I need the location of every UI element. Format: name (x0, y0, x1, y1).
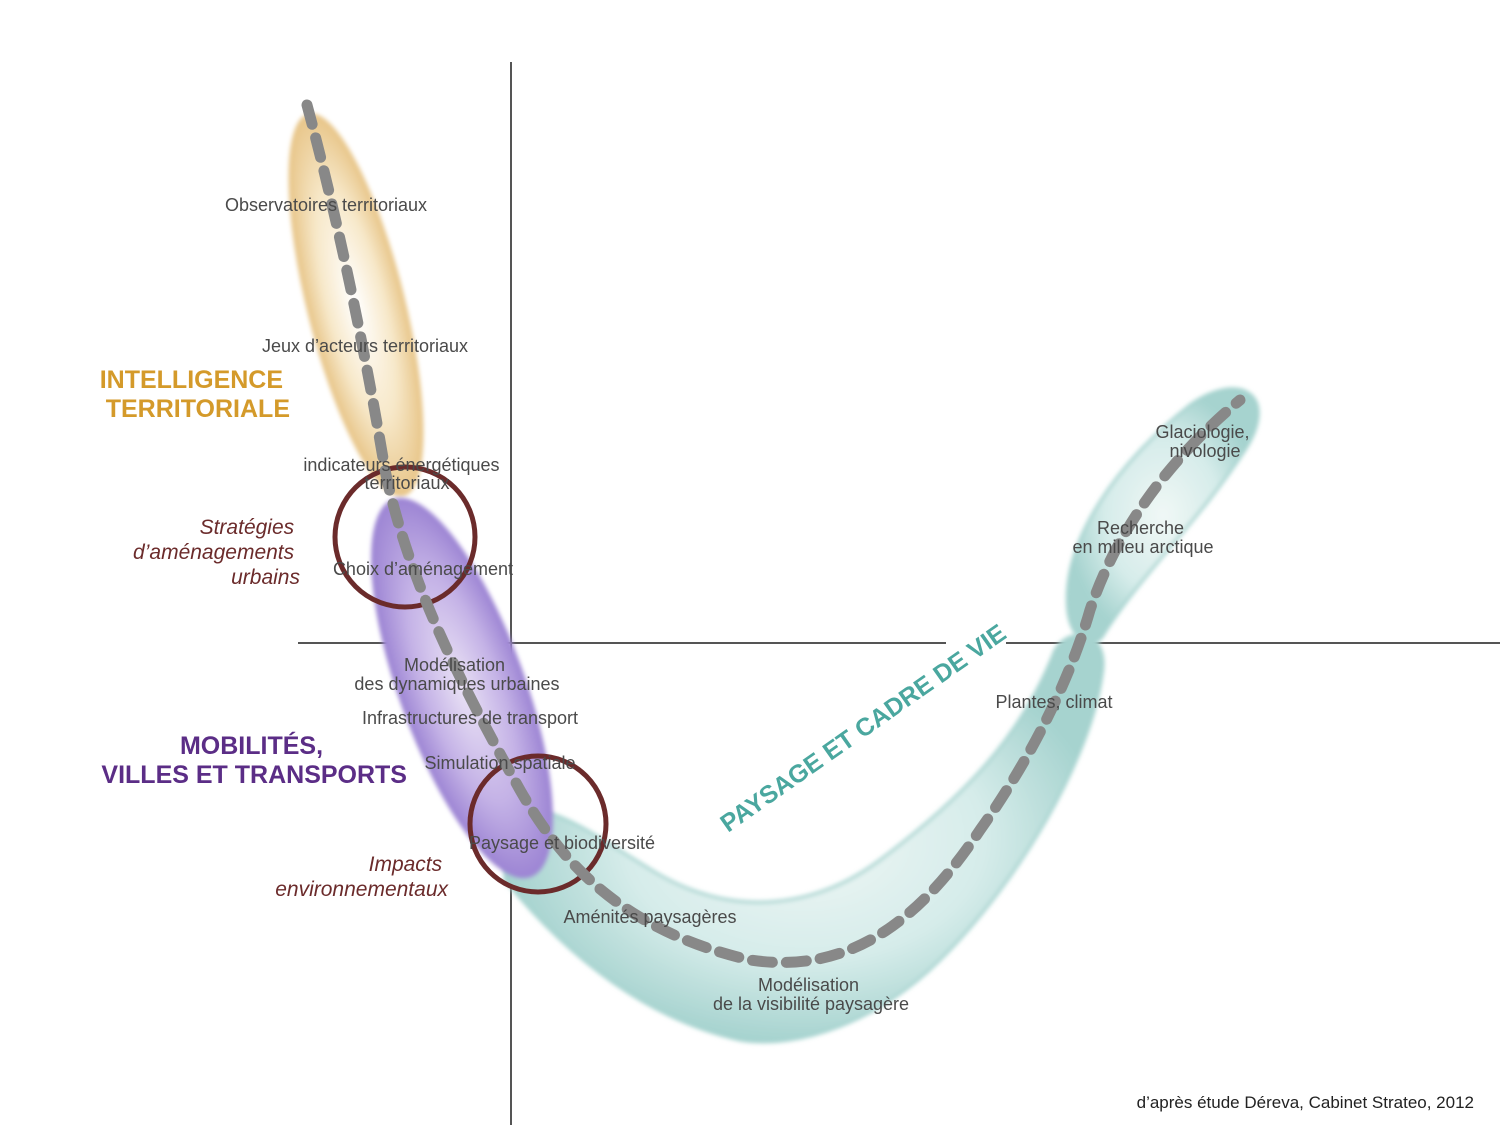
topic-observatoires: Observatoires territoriaux (225, 195, 427, 215)
strategies-label-line3: urbains (231, 566, 300, 589)
strategies-circle (332, 464, 478, 610)
topic-glaciologie-line1: Glaciologie, (1155, 422, 1249, 442)
topic-modelisation-dynamiques-line2: des dynamiques urbaines (354, 674, 559, 694)
paysage-zone (503, 387, 1260, 1044)
paysage-zone-upper (1065, 387, 1260, 645)
impacts-circle (467, 753, 609, 895)
topic-plantes-climat: Plantes, climat (995, 692, 1112, 712)
impacts-label-line2: environnementaux (275, 878, 449, 901)
topic-recherche-arctique-line2: en milieu arctique (1072, 537, 1213, 557)
topic-choix-amenagement: Choix d’aménagement (333, 559, 513, 579)
topic-indicateurs-line2: territoriaux (364, 473, 449, 493)
paysage-zone-lower (503, 633, 1105, 1044)
topic-modelisation-visibilite: Modélisation de la visibilité paysagère (713, 975, 909, 1014)
topic-glaciologie: Glaciologie, nivologie (1155, 422, 1254, 461)
topic-modelisation-visibilite-line2: de la visibilité paysagère (713, 994, 909, 1014)
topic-recherche-arctique: Recherche en milieu arctique (1072, 518, 1213, 557)
intelligence-title-line2: TERRITORIALE (106, 395, 290, 423)
strategies-label-line2: d’aménagements (133, 541, 295, 564)
topic-jeux-acteurs: Jeux d’acteurs territoriaux (262, 336, 468, 356)
impacts-label-line1: Impacts (369, 853, 443, 876)
strategies-label: Stratégies d’aménagements urbains (133, 516, 300, 589)
axis-gap (946, 636, 1006, 650)
topic-indicateurs-line1: indicateurs énergétiques (303, 455, 499, 475)
topic-amenites: Aménités paysagères (563, 907, 736, 927)
mobilites-title: MOBILITÉS, VILLES ET TRANSPORTS (101, 731, 407, 789)
topic-paysage-biodiversite: Paysage et biodiversité (469, 833, 655, 853)
source-credit: d’après étude Déreva, Cabinet Strateo, 2… (1137, 1093, 1474, 1112)
topic-modelisation-dynamiques-line1: Modélisation (404, 655, 505, 675)
topic-modelisation-visibilite-line1: Modélisation (758, 975, 859, 995)
mobilites-title-line1: MOBILITÉS, (180, 731, 323, 760)
intelligence-title-line1: INTELLIGENCE (100, 366, 283, 394)
mobilites-title-line2: VILLES ET TRANSPORTS (101, 761, 407, 789)
topic-recherche-arctique-line1: Recherche (1097, 518, 1184, 538)
impacts-label: Impacts environnementaux (275, 853, 449, 901)
topic-modelisation-dynamiques: Modélisation des dynamiques urbaines (354, 655, 559, 694)
strategies-label-line1: Stratégies (200, 516, 295, 539)
intelligence-title: INTELLIGENCE TERRITORIALE (100, 366, 290, 423)
topic-indicateurs: indicateurs énergétiques territoriaux (303, 455, 504, 493)
topic-infrastructures: Infrastructures de transport (362, 708, 578, 728)
topic-glaciologie-line2: nivologie (1169, 441, 1240, 461)
trajectory-dashed-line (301, 99, 1246, 968)
topic-simulation-spatiale: Simulation spatiale (424, 753, 575, 773)
